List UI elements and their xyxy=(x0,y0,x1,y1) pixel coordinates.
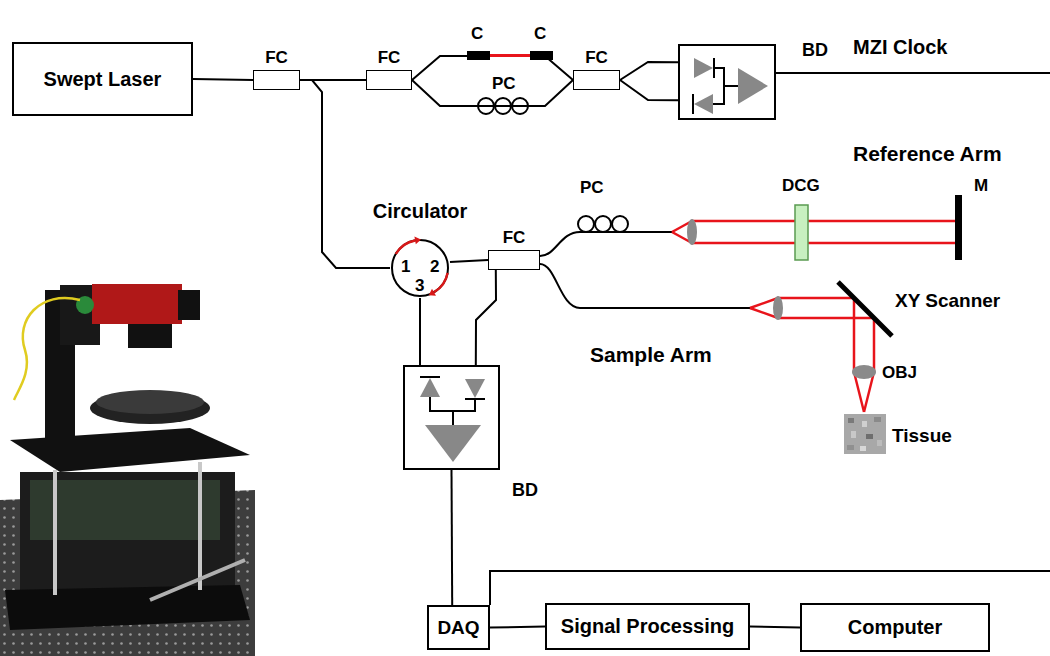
trigger-wire xyxy=(490,571,1050,605)
component-label: PC xyxy=(492,74,516,94)
fiber-coupler: FC xyxy=(253,70,300,90)
laser-box: Swept Laser xyxy=(12,42,193,116)
collimator xyxy=(467,51,490,60)
fiber-coupler: FC xyxy=(573,70,620,90)
component-label: PC xyxy=(580,178,604,198)
process-box: Signal Processing xyxy=(545,603,750,650)
polarization-controller xyxy=(578,216,628,232)
computer-box: Computer xyxy=(800,603,990,652)
fiber-connector xyxy=(620,62,678,80)
sample-fiber xyxy=(540,264,750,308)
fiber-connector xyxy=(490,627,545,628)
fiber-coupler: FC xyxy=(366,70,412,90)
fiber-connector xyxy=(750,627,800,628)
fiber-connector xyxy=(620,80,678,100)
clock-wire xyxy=(776,72,1050,74)
lens xyxy=(773,296,783,320)
tissue-sample xyxy=(844,414,886,454)
dispersion-glass xyxy=(795,205,808,260)
mirror xyxy=(955,195,962,260)
system-photo xyxy=(0,284,255,656)
detector-label: BD xyxy=(512,480,538,501)
arm-label: Reference Arm xyxy=(853,142,1002,166)
component-label: C xyxy=(534,24,546,44)
fiber-connector xyxy=(193,79,253,80)
component-label: C xyxy=(471,24,483,44)
reference-fiber xyxy=(540,232,672,256)
polarization-controller xyxy=(478,98,528,114)
reference-beam xyxy=(672,221,955,243)
component-label: DCG xyxy=(782,176,820,196)
coupler-label: FC xyxy=(489,228,539,248)
circulator-circle: Circulator123 xyxy=(390,238,450,298)
component-label: Tissue xyxy=(892,425,952,447)
objective-lens xyxy=(852,365,876,379)
balanced-detector: BD xyxy=(678,44,776,120)
node-label: Computer xyxy=(848,616,942,639)
coupler-label: FC xyxy=(574,48,619,68)
fiber-connector xyxy=(419,298,421,365)
fiber-connector xyxy=(450,260,488,262)
component-label: M xyxy=(974,176,988,196)
fiber-coupler: FC xyxy=(488,250,540,270)
lens xyxy=(687,219,697,245)
port-number: 1 xyxy=(401,257,410,276)
port-number: 3 xyxy=(415,276,424,295)
node-label: Signal Processing xyxy=(561,615,734,638)
fiber-connector xyxy=(300,80,390,268)
node-label: DAQ xyxy=(437,617,479,639)
collimator xyxy=(530,51,553,60)
sample-beam xyxy=(750,298,874,412)
balanced-detector: BD xyxy=(403,365,500,470)
port-number: 2 xyxy=(430,257,439,276)
component-label: OBJ xyxy=(882,363,917,383)
coupler-label: FC xyxy=(367,48,411,68)
daq-box: DAQ xyxy=(427,605,490,650)
signal-label: MZI Clock xyxy=(853,36,947,59)
component-label: XY Scanner xyxy=(895,290,1000,312)
circulator-label: Circulator xyxy=(368,200,472,223)
detector-label: BD xyxy=(802,40,828,61)
fiber-connector xyxy=(451,470,454,605)
free-space-beam xyxy=(490,54,530,57)
fiber-connector xyxy=(476,270,496,365)
scanner-mirror xyxy=(838,282,892,336)
arm-label: Sample Arm xyxy=(590,343,712,367)
node-label: Swept Laser xyxy=(44,68,162,91)
coupler-label: FC xyxy=(254,48,299,68)
detector-symbol xyxy=(680,46,774,118)
detector-symbol xyxy=(405,367,498,468)
